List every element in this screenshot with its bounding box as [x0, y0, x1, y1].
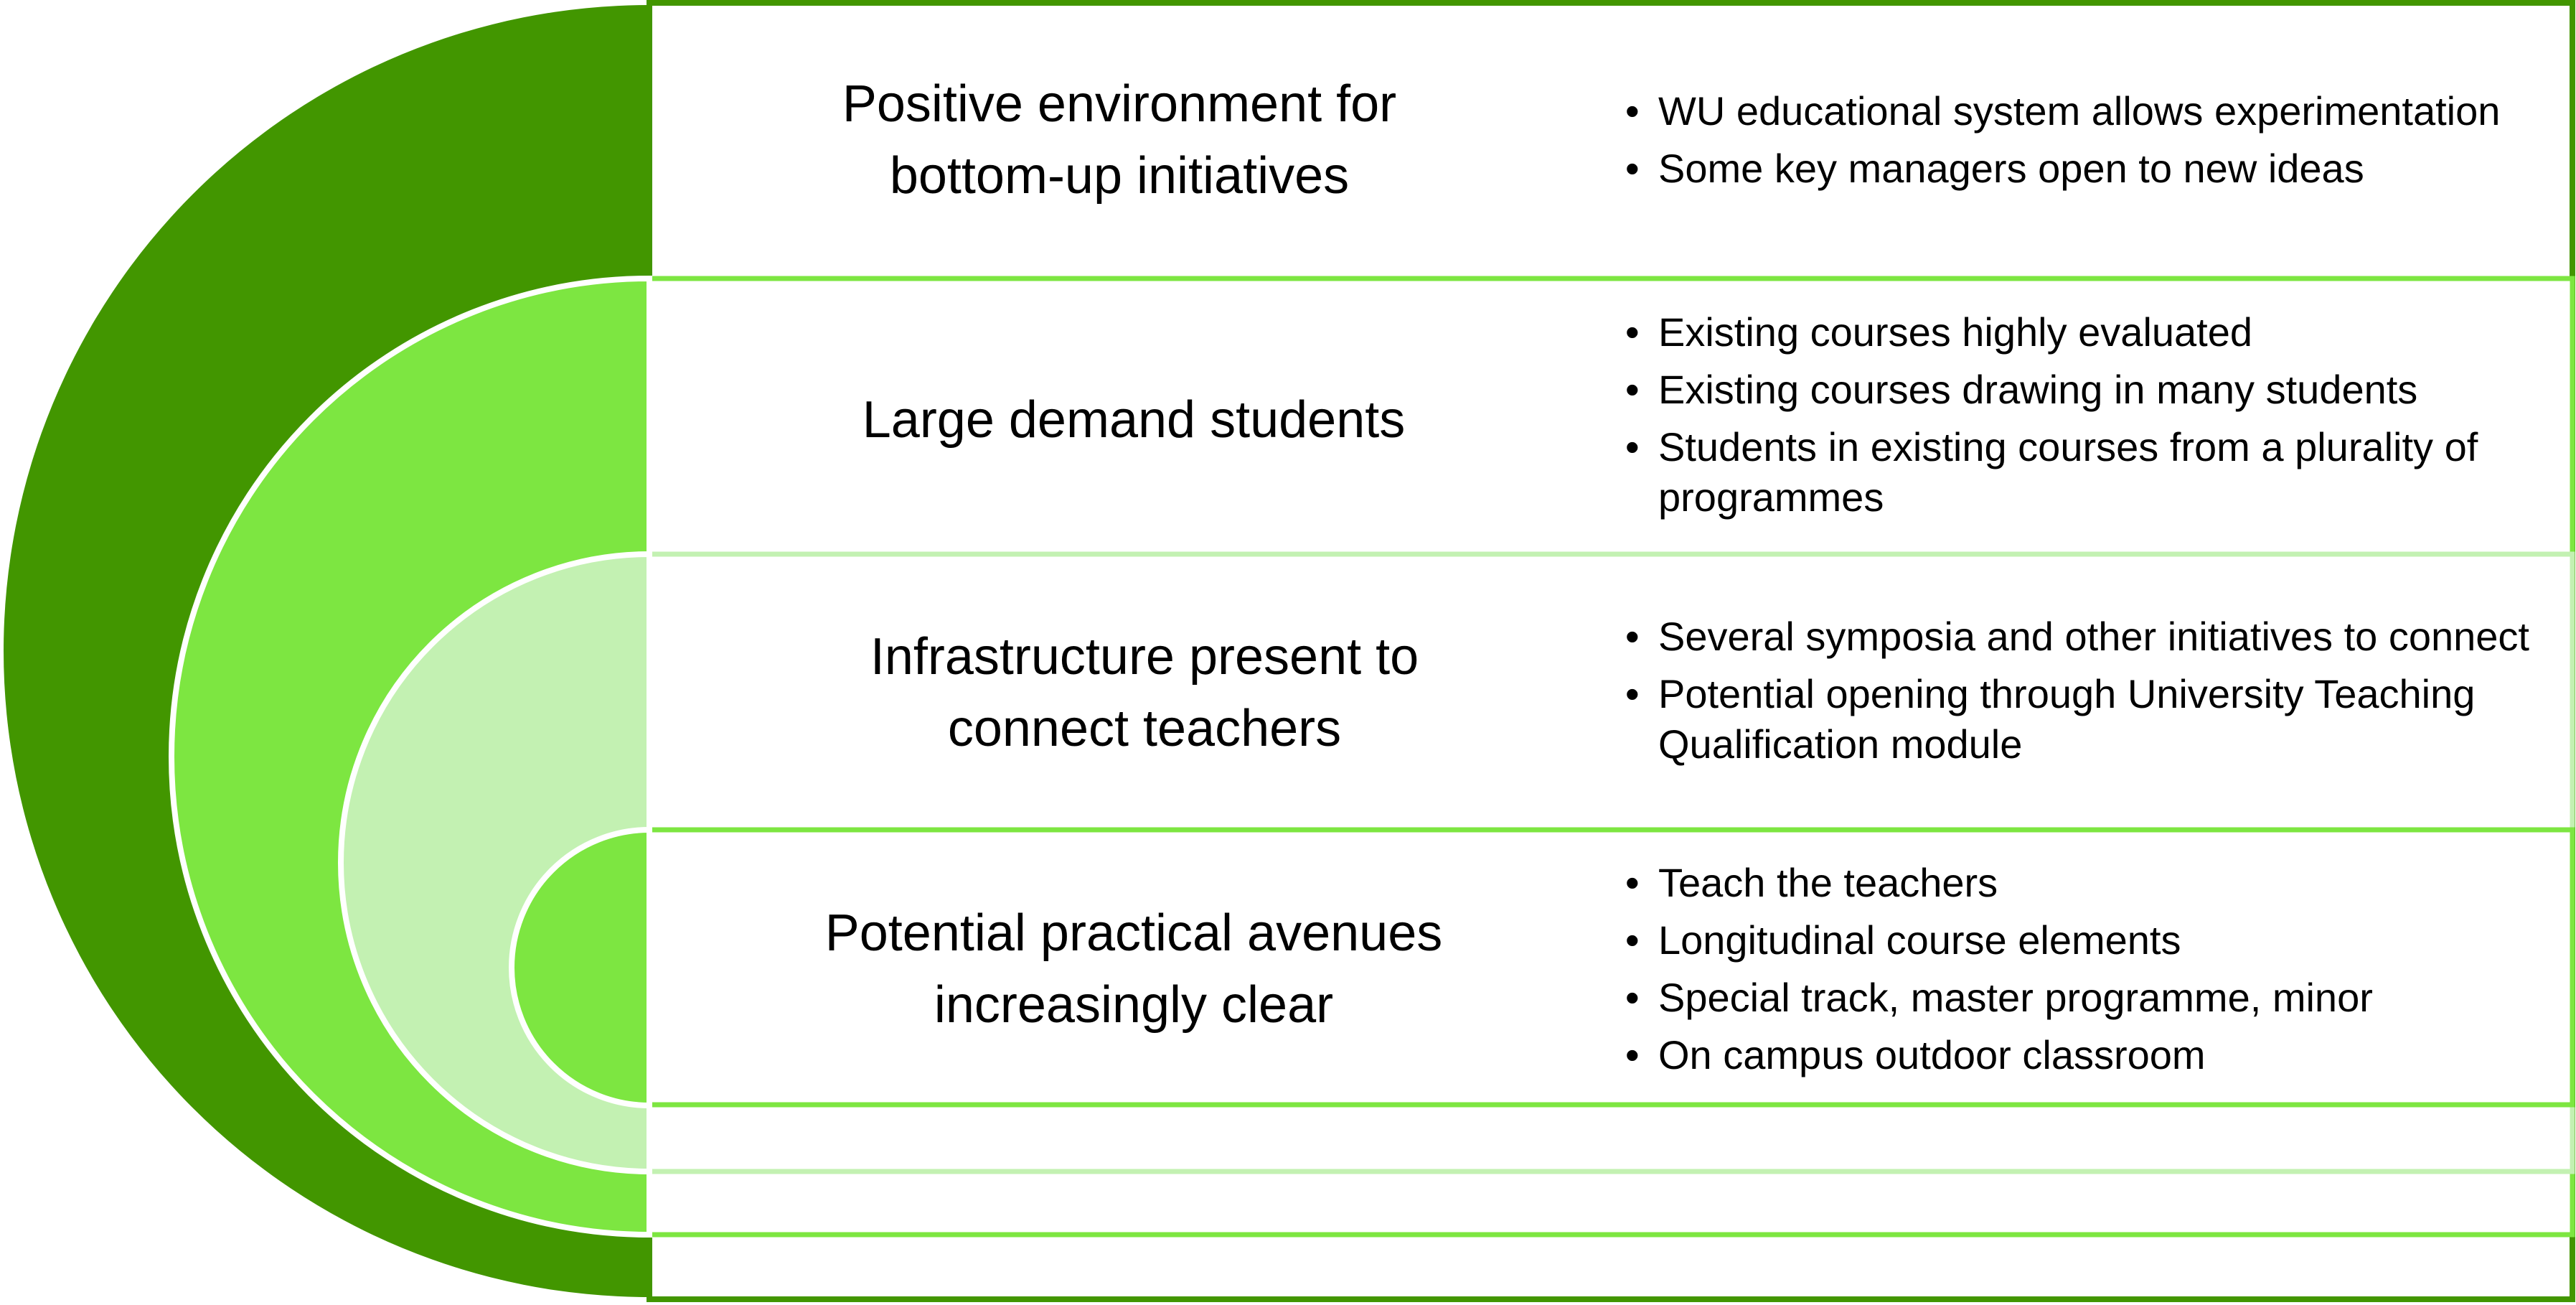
- layer-4-heading: Potential practical avenues increasingly…: [824, 904, 1443, 1034]
- arc-layer-4: [509, 826, 652, 1109]
- layer-1-bullets: WU educational system allows experimenta…: [1625, 86, 2558, 201]
- list-item: Several symposia and other initiatives t…: [1625, 612, 2558, 662]
- list-item: Teach the teachers: [1625, 858, 2558, 908]
- layer-2-bullets: Existing courses highly evaluated Existi…: [1625, 307, 2558, 530]
- list-item: Longitudinal course elements: [1625, 915, 2558, 965]
- list-item: On campus outdoor classroom: [1625, 1030, 2558, 1080]
- list-item: Special track, master programme, minor: [1625, 973, 2558, 1023]
- layer-4-bullets: Teach the teachers Longitudinal course e…: [1625, 858, 2558, 1088]
- list-item: Some key managers open to new ideas: [1625, 144, 2558, 194]
- list-item: Existing courses highly evaluated: [1625, 307, 2558, 357]
- layer-2-heading: Large demand students: [862, 391, 1406, 449]
- list-item: Existing courses drawing in many student…: [1625, 365, 2558, 415]
- layer-3-bullets: Several symposia and other initiatives t…: [1625, 612, 2558, 777]
- list-item: Students in existing courses from a plur…: [1625, 422, 2558, 523]
- list-item: Potential opening through University Tea…: [1625, 669, 2558, 770]
- layer-3-heading: Infrastructure present to connect teache…: [870, 628, 1419, 757]
- layer-1-heading: Positive environment for bottom-up initi…: [842, 75, 1397, 205]
- list-item: WU educational system allows experimenta…: [1625, 86, 2558, 136]
